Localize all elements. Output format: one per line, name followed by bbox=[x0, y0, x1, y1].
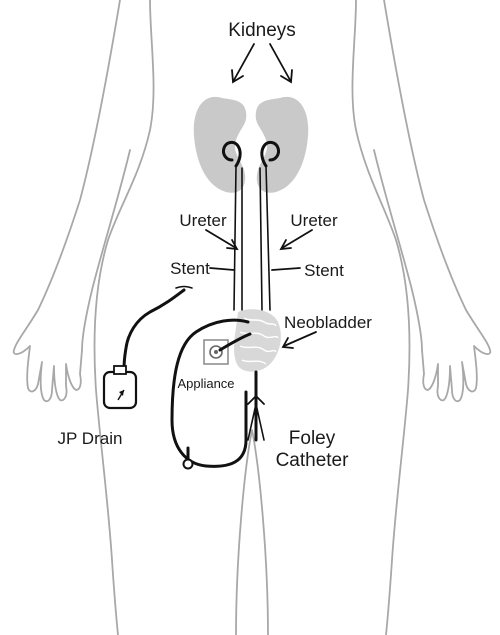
label-stent-right: Stent bbox=[304, 261, 344, 280]
stent-left-line bbox=[210, 268, 234, 270]
jp-drain-cap bbox=[114, 366, 126, 374]
label-ureter-right: Ureter bbox=[290, 211, 338, 230]
bag-valve bbox=[184, 460, 193, 469]
jp-drain-tube bbox=[124, 290, 184, 374]
kidneys bbox=[194, 97, 309, 193]
left-hand bbox=[14, 310, 82, 401]
label-foley: Foley bbox=[289, 428, 336, 449]
kidneys-arrow-right bbox=[270, 44, 290, 80]
label-neobladder: Neobladder bbox=[284, 313, 372, 332]
ureter-right-arrow bbox=[282, 230, 312, 248]
neobladder-arrow bbox=[284, 332, 316, 346]
label-catheter: Catheter bbox=[276, 450, 350, 471]
kidneys-arrowhead-right bbox=[281, 70, 292, 82]
label-stent-left: Stent bbox=[170, 259, 210, 278]
label-appliance: Appliance bbox=[177, 376, 234, 391]
ureter-left-arrow bbox=[206, 230, 236, 248]
label-kidneys: Kidneys bbox=[228, 20, 296, 41]
right-hand bbox=[422, 310, 490, 401]
neobladder-shape bbox=[234, 309, 281, 371]
kidneys-arrow-left bbox=[234, 44, 254, 80]
foley-catheter bbox=[248, 372, 264, 440]
right-arm-outline bbox=[384, 0, 466, 310]
label-jp-drain: JP Drain bbox=[58, 429, 123, 448]
jp-drain-tip bbox=[176, 287, 192, 289]
left-arm-outline bbox=[38, 0, 120, 310]
jp-drain-bulb bbox=[104, 372, 136, 408]
stent-right-line bbox=[272, 268, 300, 270]
inner-leg-outline bbox=[236, 430, 268, 635]
stoma-center bbox=[214, 350, 218, 354]
neobladder bbox=[234, 309, 281, 371]
kidneys-arrowhead-left bbox=[232, 70, 243, 82]
label-ureter-left: Ureter bbox=[179, 211, 227, 230]
